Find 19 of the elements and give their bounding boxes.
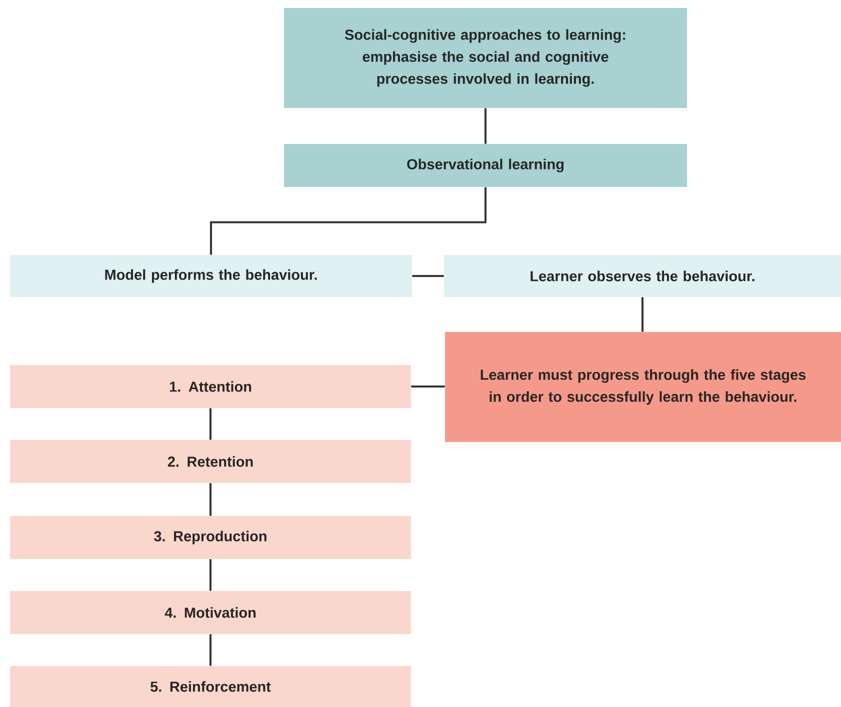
connector-line	[642, 297, 644, 332]
connector-line	[210, 559, 212, 591]
stage-box: 5. Reinforcement	[10, 666, 411, 707]
stage-box: 2. Retention	[10, 440, 411, 483]
connector-line	[210, 483, 212, 516]
connector-line	[210, 187, 486, 255]
concept-box: Observational learning	[284, 144, 687, 187]
connector-line	[210, 634, 212, 666]
concept-box: Social-cognitive approaches to learning: emphasise the social and cognitive processes involved in learning.	[284, 8, 687, 108]
highlight-box: Learner must progress through the five stages in order to successfully learn the behaviour.	[445, 332, 841, 442]
connector-line	[411, 386, 445, 388]
stage-box: 1. Attention	[10, 365, 411, 408]
connector-line	[412, 275, 444, 277]
connector-line	[484, 108, 486, 144]
stage-box: 4. Motivation	[10, 591, 411, 634]
step-box: Model performs the behaviour.	[10, 255, 412, 297]
stage-box: 3. Reproduction	[10, 516, 411, 559]
connector-line	[210, 408, 212, 440]
step-box: Learner observes the behaviour.	[444, 255, 841, 297]
